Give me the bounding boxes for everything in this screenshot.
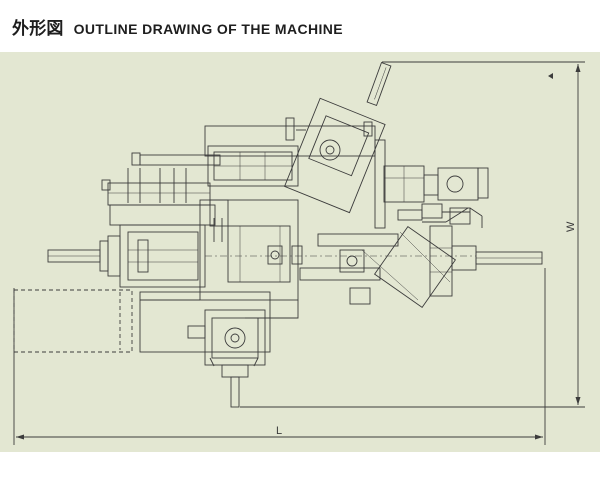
width-arrow-bottom [575,397,581,405]
bracket-block [421,203,443,219]
upper-cylinder-assembly [131,145,299,187]
rail-block [107,182,211,206]
cylinder-end-cap [131,152,141,166]
dashed-outline [13,289,133,353]
width-arrow-top [575,64,581,72]
page-title: 外形図 OUTLINE DRAWING OF THE MACHINE [12,14,343,39]
title-japanese: 外形図 [12,19,64,38]
header: 外形図 OUTLINE DRAWING OF THE MACHINE [0,0,600,52]
title-english: OUTLINE DRAWING OF THE MACHINE [73,21,344,37]
rotated-tool-unit [283,61,392,214]
gearbox-gear [224,327,246,349]
main-frame [199,199,299,301]
clamp-block [209,199,229,227]
bottom-gearbox [187,309,266,408]
gearbox-output-shaft [230,376,240,408]
headstock-body [119,224,206,288]
tool-bracket-left [285,117,295,141]
centre-workpiece [205,225,476,283]
motor-cluster [374,139,489,229]
frame-step [245,300,299,319]
vertical-column [374,139,386,229]
upper-frame [204,125,376,157]
left-spindle-assembly [47,168,229,288]
right-tailstock-assembly [299,207,543,309]
headstock-boss [137,239,149,273]
workpiece-frame [227,225,291,283]
workpiece-chuck [267,245,283,265]
outline-drawing: L W [0,52,600,452]
bracket-tab [449,207,471,225]
tool-chuck [319,139,341,161]
gearbox-shaft-base [221,364,249,378]
motor-drive [437,167,479,201]
small-bracket [397,209,423,221]
motor-end [477,167,489,199]
length-label: L [276,425,282,437]
rail-end-cap [101,179,111,191]
tool-head [308,115,370,177]
diagonal-frame [373,225,457,309]
width-label: W [565,221,577,232]
dimension-lines [13,61,585,445]
lower-clamp [349,287,371,305]
machine-outline-svg: L W [13,61,585,445]
workpiece-stop [291,245,303,265]
gearbox-inner [211,317,259,359]
tool-rod [366,61,392,107]
cylinder-housing [207,145,299,187]
corner-mark [548,73,553,79]
tool-body [283,97,386,214]
spindle-hub [107,235,121,277]
length-arrow-right [535,434,543,440]
spindle-flange [99,240,109,272]
gearbox-side-cap [187,325,206,339]
footer [0,452,600,480]
tailstock-sleeve [451,245,477,271]
motor-coupling [423,174,439,196]
tailstock-body [429,225,453,297]
length-arrow-left [16,434,24,440]
centre-block [339,249,365,273]
tool-bracket-right [363,121,373,137]
upper-guide-bar [317,233,399,247]
headstock-cover [127,231,199,281]
headstock-top-plate [109,204,216,226]
cylinder-rod [139,154,221,166]
